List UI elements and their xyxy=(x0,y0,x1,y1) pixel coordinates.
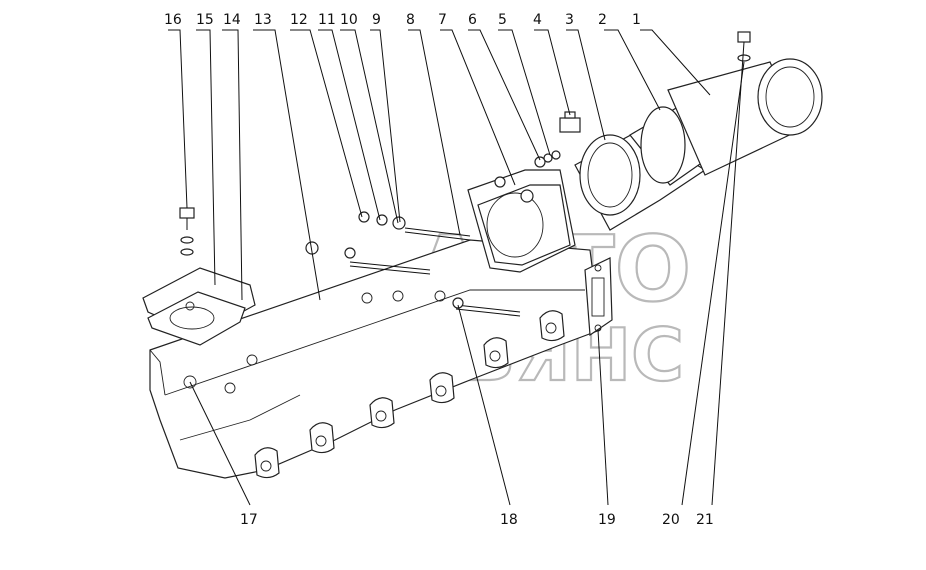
callout-8: 8 xyxy=(406,12,415,28)
bolt-16 xyxy=(179,207,195,256)
callout-2: 2 xyxy=(598,12,607,28)
gasket-19 xyxy=(584,257,613,337)
callout-7: 7 xyxy=(438,12,447,28)
callout-16: 16 xyxy=(164,12,182,28)
callout-1: 1 xyxy=(632,12,641,28)
callout-20: 20 xyxy=(662,512,680,528)
callout-4: 4 xyxy=(533,12,542,28)
callout-19: 19 xyxy=(598,512,616,528)
cover-plate xyxy=(142,267,256,346)
callout-21: 21 xyxy=(696,512,714,528)
leader-lines xyxy=(168,29,745,506)
callout-6: 6 xyxy=(468,12,477,28)
callout-labels: 16 15 14 13 12 11 10 9 8 7 6 5 4 3 2 1 1… xyxy=(164,12,714,528)
callout-9: 9 xyxy=(372,12,381,28)
exhaust-manifold xyxy=(149,239,601,479)
callout-15: 15 xyxy=(196,12,214,28)
callout-11: 11 xyxy=(318,12,336,28)
callout-14: 14 xyxy=(223,12,241,28)
callout-3: 3 xyxy=(565,12,574,28)
nut-20-21 xyxy=(737,31,751,62)
callout-17: 17 xyxy=(240,512,258,528)
callout-18: 18 xyxy=(500,512,518,528)
callout-12: 12 xyxy=(290,12,308,28)
callout-13: 13 xyxy=(254,12,272,28)
outlet-pipe xyxy=(574,58,823,231)
callout-10: 10 xyxy=(340,12,358,28)
flange-adapter xyxy=(467,150,576,273)
callout-5: 5 xyxy=(498,12,507,28)
